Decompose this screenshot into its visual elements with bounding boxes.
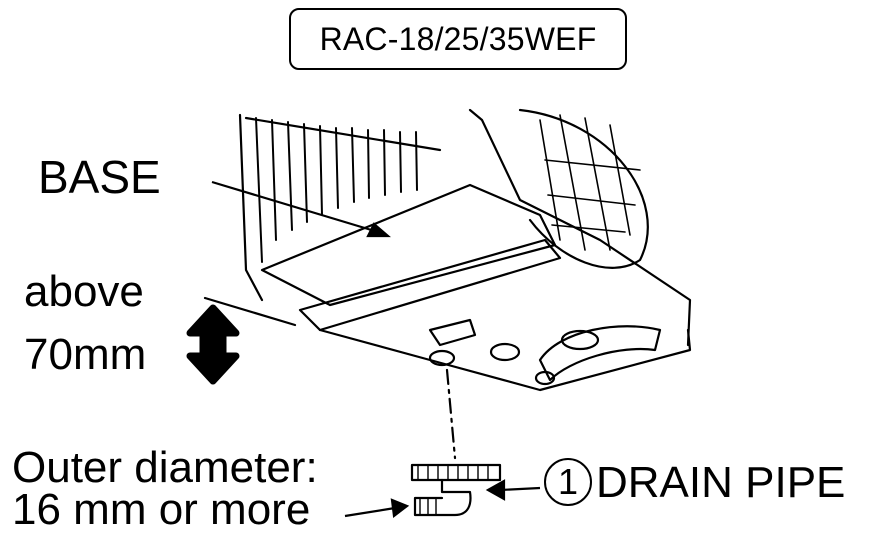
model-label: RAC-18/25/35WEF (289, 8, 627, 70)
mount-plate (538, 325, 662, 382)
unit-right-edge (468, 108, 692, 347)
diameter-leader-line (344, 506, 396, 518)
nut-knurling (417, 464, 489, 481)
bracket (428, 318, 477, 347)
bottom-edge (318, 328, 692, 392)
arrow-icon (366, 222, 391, 238)
screw-boss (489, 342, 521, 362)
foot (534, 370, 556, 386)
pipe-ribs (419, 497, 437, 516)
center-line (445, 368, 457, 460)
mount-hole (560, 329, 600, 351)
part-number-badge: 1 (544, 458, 592, 506)
diameter-label-line2: 16 mm or more (12, 485, 311, 534)
drain-outlet (428, 349, 456, 367)
diameter-label-line1: Outer diameter: (12, 443, 318, 492)
height-label-line1: above (24, 267, 144, 316)
louver-lines (255, 117, 418, 263)
base-tray (260, 183, 557, 307)
pipe-nut (410, 463, 502, 482)
arrow-icon (390, 498, 410, 519)
drain-leader-line (499, 486, 541, 492)
unit-left-edge (238, 113, 264, 302)
pipe-elbow (413, 478, 472, 517)
up-down-arrow-fill (190, 308, 236, 381)
base-label: BASE (38, 151, 161, 203)
arrow-icon (485, 479, 506, 501)
base-lip (298, 238, 562, 332)
base-leader-line (211, 180, 379, 234)
height-label-line2: 70mm (24, 330, 147, 379)
fan-housing (518, 108, 649, 269)
fan-grille (539, 114, 641, 251)
height-reference-line (203, 296, 297, 327)
drain-pipe-label: DRAIN PIPE (596, 458, 846, 507)
unit-top-edge (244, 116, 442, 152)
